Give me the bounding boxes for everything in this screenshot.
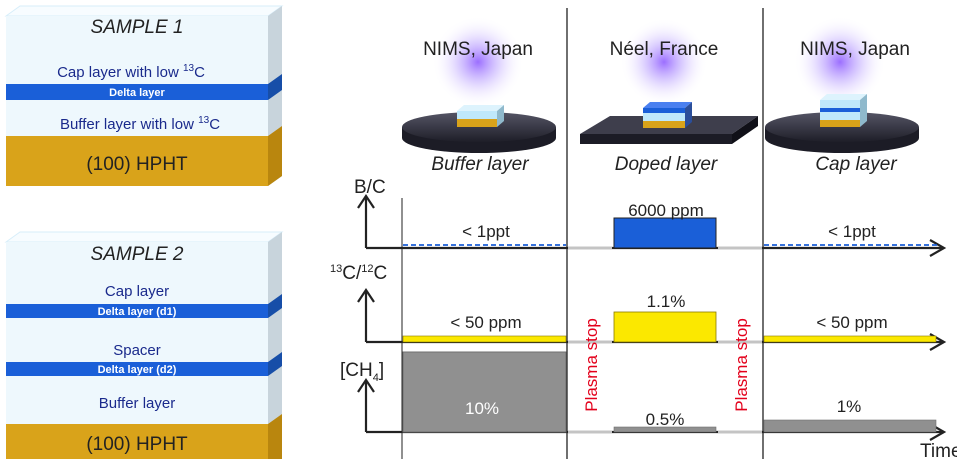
sample1-buffer-label: Buffer layer with low 13C xyxy=(60,115,220,133)
stage-doped-layer-label: Doped layer xyxy=(615,154,718,175)
sample2-delta2-label: Delta layer (d2) xyxy=(98,364,177,376)
ch4-cap-value: 1% xyxy=(837,397,862,416)
sample1-stack: SAMPLE 1 Cap layer with low 13C Delta la… xyxy=(4,5,284,186)
sample1-delta-label: Delta layer xyxy=(109,87,165,99)
sample1-substrate xyxy=(6,136,268,186)
sample2-delta2-layer xyxy=(6,362,268,376)
sample2-stack: SAMPLE 2 Cap layer Delta layer (d1) Spac… xyxy=(4,231,284,459)
bc-buffer-value: < 1ppt xyxy=(462,222,510,241)
ch4-doped-value: 0.5% xyxy=(646,410,685,429)
sample2-spacer-layer xyxy=(6,318,268,362)
bc-cap-value: < 1ppt xyxy=(828,222,876,241)
sample2-substrate xyxy=(6,424,268,459)
plasma-glow xyxy=(794,16,886,108)
ch4-row: 10% 0.5% 1% xyxy=(402,351,937,434)
sample2-delta1-layer xyxy=(6,304,268,318)
isotope-cap-value: < 50 ppm xyxy=(816,313,887,332)
sample1-top-face xyxy=(4,5,284,17)
bc-doped-bar xyxy=(613,217,717,249)
axis-ch4-label: [CH4] xyxy=(340,360,384,384)
stage-cap-layer-label: Cap layer xyxy=(815,154,897,175)
plasma-glow xyxy=(620,18,708,106)
stage-buffer-layer-label: Buffer layer xyxy=(431,154,529,175)
isotope-row: < 50 ppm 1.1% < 50 ppm xyxy=(402,292,937,344)
sample1-cap-layer xyxy=(6,16,268,84)
mini-sample xyxy=(643,102,692,128)
stage-doped-reactor: Néel, France Doped layer xyxy=(580,18,758,175)
ch4-buffer-bar xyxy=(402,351,567,433)
ch4-buffer-value: 10% xyxy=(465,399,499,418)
sample2-cap-label: Cap layer xyxy=(105,283,169,300)
sample1-delta-layer xyxy=(6,84,268,100)
sample1-cap-label: Cap layer with low 13C xyxy=(57,63,205,81)
sample2-buffer-layer xyxy=(6,376,268,424)
sample2-title: SAMPLE 2 xyxy=(91,244,184,265)
mini-sample xyxy=(457,105,504,127)
sample2-delta1-label: Delta layer (d1) xyxy=(98,306,177,318)
isotope-cap-bar xyxy=(763,335,937,343)
sample1-substrate-label: (100) HPHT xyxy=(86,154,188,175)
ch4-cap-bar xyxy=(763,419,937,433)
sample1-title: SAMPLE 1 xyxy=(91,17,184,38)
bc-doped-value: 6000 ppm xyxy=(628,201,704,220)
stage-doped-lab: Néel, France xyxy=(610,39,719,60)
axis-bc-label: B/C xyxy=(354,177,386,198)
sample2-buffer-label: Buffer layer xyxy=(99,395,175,412)
isotope-doped-value: 1.1% xyxy=(647,292,686,311)
sample2-top-face xyxy=(4,231,284,243)
stage-buffer-reactor: NIMS, Japan Buffer layer xyxy=(402,16,556,175)
isotope-buffer-value: < 50 ppm xyxy=(450,313,521,332)
plasma-stop-label-2: Plasma stop xyxy=(732,318,751,412)
bc-row: < 1ppt 6000 ppm < 1ppt xyxy=(403,201,940,250)
sample2-cap-layer xyxy=(6,242,268,304)
axis-time-label: Time xyxy=(920,441,957,459)
isotope-buffer-bar xyxy=(402,335,567,343)
plasma-glow xyxy=(432,16,524,108)
stage-cap-reactor: NIMS, Japan Cap layer xyxy=(765,16,919,175)
sample2-spacer-label: Spacer xyxy=(113,342,161,359)
isotope-doped-bar xyxy=(613,311,717,343)
mini-sample xyxy=(820,94,867,127)
plasma-stop-label-1: Plasma stop xyxy=(582,318,601,412)
sample2-side-face xyxy=(268,232,282,459)
sample1-buffer-layer xyxy=(6,100,268,136)
stage-cap-lab: NIMS, Japan xyxy=(800,39,910,60)
ch4-doped-bar xyxy=(613,426,717,433)
sample2-substrate-label: (100) HPHT xyxy=(86,434,188,455)
stage-buffer-lab: NIMS, Japan xyxy=(423,39,533,60)
axis-isotope-label: 13C/12C xyxy=(330,263,387,284)
